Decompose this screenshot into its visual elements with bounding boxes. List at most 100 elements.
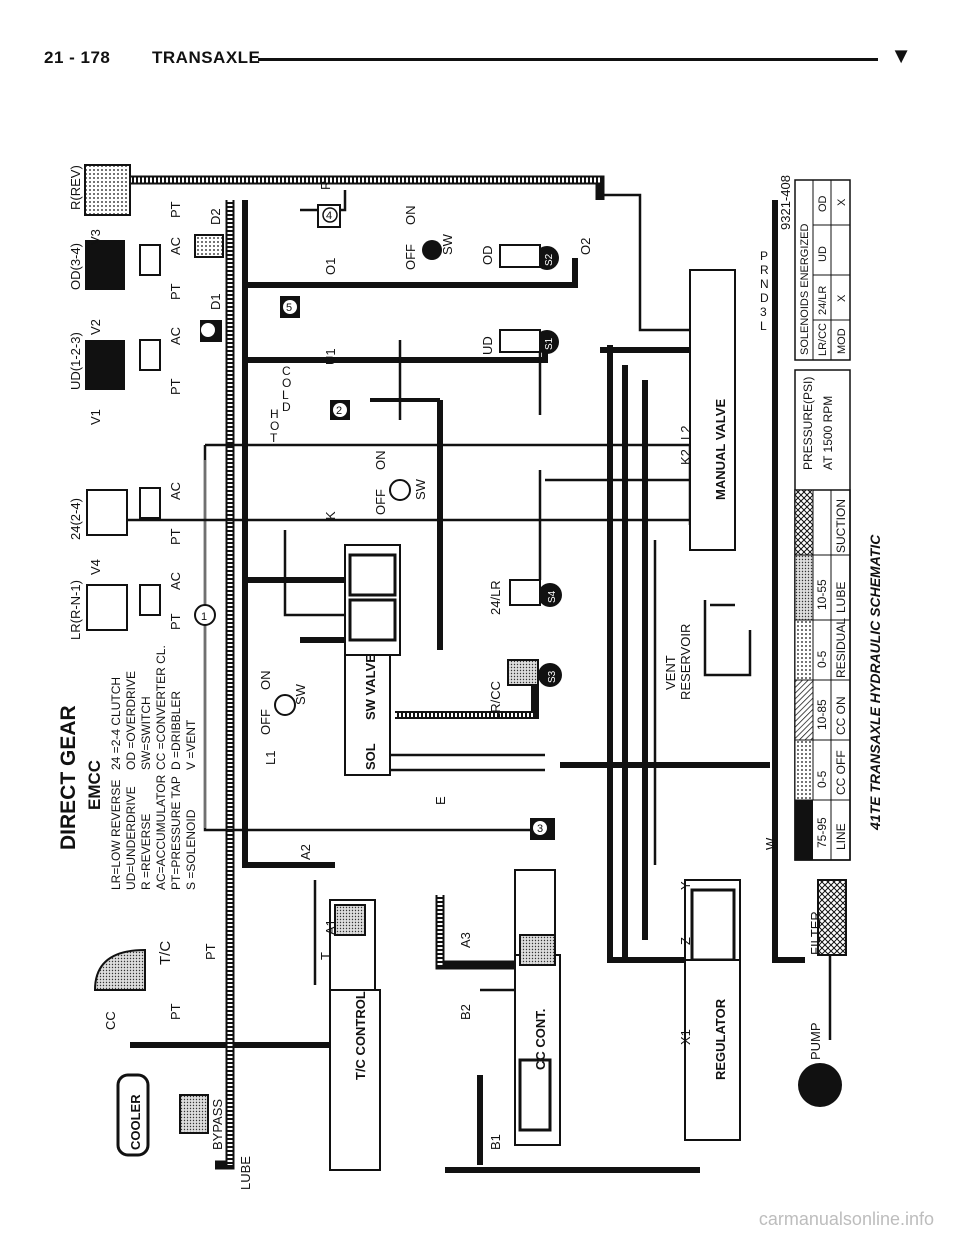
line-label-x1: X1 — [678, 1029, 693, 1045]
line-label-a3: A3 — [458, 932, 473, 948]
clutch-assemblies — [84, 164, 224, 631]
solenoid-table-header: 24/LR — [817, 286, 829, 315]
lube-label: LUBE — [238, 1156, 253, 1190]
figure-id: 9321-408 — [778, 175, 793, 230]
legend-item: D =DRIBBLER — [169, 691, 183, 770]
line-label-w: W — [763, 837, 778, 850]
tap-ac: AC — [168, 572, 183, 590]
vent-reservoir — [703, 600, 752, 677]
pressure-name: CC OFF — [834, 750, 848, 795]
gear-n: N — [760, 277, 769, 291]
hydraulic-lines — [120, 175, 832, 1173]
pressure-range: 0-5 — [815, 650, 829, 668]
header-rule — [258, 58, 878, 61]
valve-label-manual: MANUAL VALVE — [713, 399, 728, 500]
legend-right: 24 =2-4 CLUTCH OD =OVERDRIVE SW=SWITCH C… — [109, 645, 198, 770]
solenoid-label-lrcc: LR/CC — [488, 681, 503, 720]
legend-item: SW=SWITCH — [139, 696, 153, 770]
line-label-k: K — [323, 511, 338, 520]
switch-off-label: OFF — [373, 489, 388, 515]
tap-pt: PT — [203, 943, 218, 960]
gear-l: L — [760, 319, 767, 333]
line-label-d1: D1 — [208, 293, 223, 310]
legend-item: CC =CONVERTER CL. — [154, 645, 168, 770]
pressure-name: CC ON — [834, 696, 848, 735]
clutch-label-24: 24(2-4) — [68, 498, 83, 540]
pump-circle — [798, 1063, 842, 1107]
legend-item: OD =OVERDRIVE — [124, 671, 138, 770]
switch-on-label: ON — [258, 671, 273, 691]
diagram-caption: 41TE TRANSAXLE HYDRAULIC SCHEMATIC — [867, 534, 883, 831]
line-label-b2: B2 — [458, 1004, 473, 1020]
pressure-name: LINE — [834, 823, 848, 850]
vent-label: VENT — [663, 655, 678, 690]
page-number: 21 - 178 — [44, 48, 111, 67]
line-label-z: Z — [678, 937, 693, 945]
line-label-u1: U1 — [323, 348, 338, 365]
tap-t: T — [318, 952, 333, 960]
line-label-b1: B1 — [488, 1134, 503, 1150]
switch-sw-label: SW — [440, 233, 455, 255]
tc-label: T/C — [157, 941, 174, 965]
hot-labels: H O T — [270, 407, 279, 445]
solenoid-s1: S1 — [544, 337, 555, 350]
reservoir-label: RESERVOIR — [678, 624, 693, 700]
valve-label-sol: SOL — [363, 743, 378, 770]
line-label-a2: A2 — [298, 844, 313, 860]
section-title: TRANSAXLE — [152, 48, 261, 67]
tap-r: R — [318, 181, 333, 190]
legend-item: V =VENT — [184, 719, 198, 770]
pressure-name: SUCTION — [834, 499, 848, 553]
line-label-a1: A1 — [323, 919, 338, 935]
torque-converter — [93, 948, 146, 991]
cooler-block — [116, 1073, 150, 1157]
clutch-label-ud: UD(1-2-3) — [68, 332, 83, 390]
valve-label-sw: SW VALVE — [363, 654, 378, 720]
switch-off-label: OFF — [258, 709, 273, 735]
solenoid-table-cell: X — [836, 294, 848, 302]
solenoid-s4: S4 — [547, 590, 558, 603]
pressure-range: 0-5 — [815, 770, 829, 788]
valve-label-cc-cont: CC CONT. — [533, 1009, 548, 1070]
watermark: carmanualsonline.info — [758, 1209, 934, 1229]
line-label-l2: L2 — [678, 426, 693, 440]
line-label-e: E — [433, 796, 448, 805]
line-label-v4: V4 — [88, 559, 103, 575]
solenoid-s3: S3 — [547, 670, 558, 683]
valve-label-regulator: REGULATOR — [713, 998, 728, 1080]
tap-pt: PT — [168, 283, 183, 300]
solenoid-label-24lr: 24/LR — [488, 580, 503, 615]
line-label-k2: K2 — [678, 449, 693, 465]
pump-label: PUMP — [808, 1022, 823, 1060]
cold-c: C — [282, 364, 291, 378]
legend-item: AC=ACCUMULATOR — [154, 774, 168, 890]
circle-number-2: 2 — [336, 405, 342, 417]
legend-item: S =SOLENOID — [184, 809, 198, 890]
gear-position-labels: P R N D 3 L — [760, 249, 769, 333]
solenoid-table-cell: X — [836, 198, 848, 206]
valve-label-tc-control: T/C CONTROL — [353, 991, 368, 1080]
line-label-y: Y — [678, 881, 693, 890]
triangle-down-icon: ▼ — [890, 43, 912, 68]
pressure-name: RESIDUAL — [834, 618, 848, 678]
legend-item: PT=PRESSURE TAP — [169, 776, 183, 890]
tap-pt: PT — [168, 528, 183, 545]
solenoids — [274, 240, 562, 716]
filter-label: FILTER — [808, 911, 823, 955]
pressure-table: PRESSURE(PSI) AT 1500 RPM 75-95 0-5 10-8… — [794, 369, 851, 861]
pressure-subtitle: AT 1500 RPM — [821, 396, 835, 470]
gear-title: DIRECT GEAR — [57, 705, 80, 850]
legend-item: LR=LOW REVERSE — [109, 780, 123, 890]
bypass-label: BYPASS — [210, 1099, 225, 1150]
cold-o: O — [282, 376, 291, 390]
line-label-o2: O2 — [578, 238, 593, 255]
tap-pt: PT — [168, 378, 183, 395]
legend-item: UD=UNDERDRIVE — [124, 786, 138, 890]
pressure-name: LUBE — [834, 582, 848, 613]
pressure-range: 10-85 — [815, 699, 829, 730]
legend-left: LR=LOW REVERSE UD=UNDERDRIVE R =REVERSE … — [109, 774, 198, 890]
clutch-label-lr: LR(R-N-1) — [68, 580, 83, 640]
solenoid-table-title: SOLENOIDS ENERGIZED — [799, 224, 811, 355]
pressure-range: 10-55 — [815, 579, 829, 610]
solenoid-table-header: OD — [817, 195, 829, 212]
